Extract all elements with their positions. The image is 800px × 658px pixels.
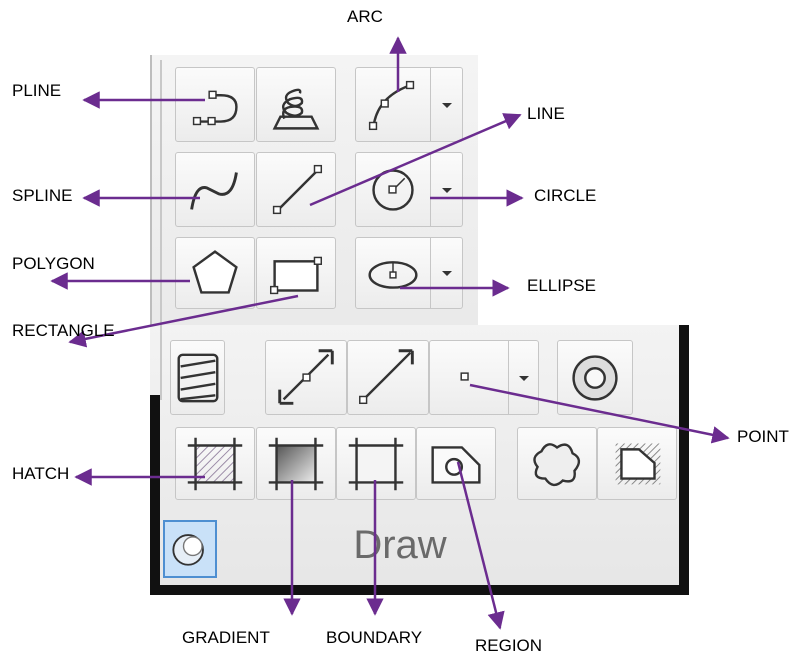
region-button[interactable] [416,427,496,500]
point-icon [460,372,469,381]
hatch-button[interactable] [175,427,255,500]
hatch-icon [187,437,243,491]
point-dropdown[interactable] [509,340,539,415]
panel-divider [160,60,162,400]
wipeout-icon [615,443,661,485]
label-arc: ARC [347,7,383,26]
xline-icon [278,349,334,405]
boundary-icon [348,437,404,491]
table-icon [177,353,219,403]
table-button[interactable] [170,340,225,415]
gradient-button[interactable] [256,427,336,500]
donut-button[interactable] [557,340,633,415]
wipeout-button[interactable] [597,427,677,500]
line-button[interactable] [256,152,336,227]
ray-icon [359,349,414,405]
pline-button[interactable] [175,67,255,142]
label-polygon: POLYGON [12,254,95,273]
label-hatch: HATCH [12,464,70,483]
label-circle: CIRCLE [534,186,597,205]
helix-icon [272,88,320,130]
label-pline: PLINE [12,81,62,100]
sphere-icon [172,534,204,566]
point-button[interactable] [429,340,509,415]
panel-shadow-bar [150,585,689,595]
circle-button[interactable] [355,152,431,227]
label-boundary: BOUNDARY [326,628,423,647]
helix-button[interactable] [256,67,336,142]
spline-icon [190,172,238,210]
circle-dropdown[interactable] [431,152,463,227]
label-line: LINE [527,104,565,123]
rectangle-button[interactable] [256,237,336,309]
label-region: REGION [475,636,543,655]
panel-title: Draw [353,523,447,567]
pline-icon [192,90,238,126]
ellipse-icon [368,261,418,289]
label-ellipse: ELLIPSE [527,276,596,295]
ellipse-button[interactable] [355,237,431,309]
arc-dropdown[interactable] [431,67,463,142]
region-icon [431,446,481,484]
construction-line-button[interactable] [265,340,347,415]
arc-button[interactable] [355,67,431,142]
polygon-icon [192,250,238,294]
label-spline: SPLINE [12,186,73,205]
circle-icon [372,169,414,211]
ray-button[interactable] [347,340,429,415]
rectangle-icon [269,256,323,295]
label-gradient: GRADIENT [182,628,270,647]
revision-cloud-icon [533,443,581,487]
label-point: POINT [737,427,789,446]
line-icon [272,164,323,215]
ellipse-dropdown[interactable] [431,237,463,309]
gradient-icon [268,437,324,491]
label-rectangle: RECTANGLE [12,321,115,340]
boundary-button[interactable] [336,427,416,500]
polygon-button[interactable] [175,237,255,309]
donut-icon [572,355,618,401]
arc-icon [368,80,415,131]
view-toggle-button[interactable] [163,520,217,578]
spline-button[interactable] [175,152,255,227]
cloud-button[interactable] [517,427,597,500]
